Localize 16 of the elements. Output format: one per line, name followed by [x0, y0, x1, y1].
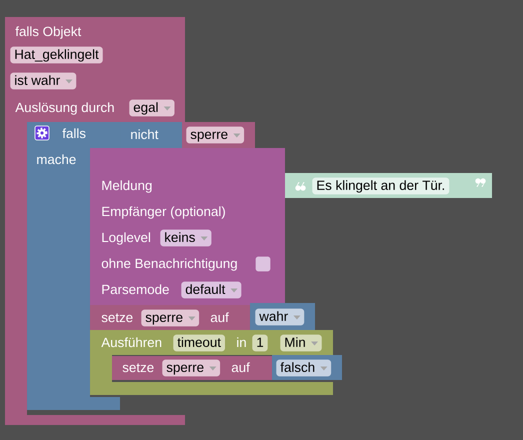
- dropdown-field: Min: [280, 334, 322, 352]
- dropdown-field: egal: [129, 100, 174, 116]
- dropdown-field: default: [181, 282, 242, 298]
- checkbox: [256, 256, 270, 272]
- not-block: nicht: [120, 122, 182, 148]
- node-label: nicht: [131, 129, 158, 140]
- variable-block: sperre: [182, 122, 255, 148]
- dropdown-field: keins: [160, 230, 212, 246]
- dropdown-field: sperre: [141, 310, 200, 326]
- dropdown-field: ist wahr: [10, 72, 76, 90]
- boolean-block: wahr: [250, 303, 315, 330]
- dropdown-field: sperre: [162, 360, 220, 376]
- text-field: timeout: [173, 334, 225, 352]
- boolean-block: falsch: [272, 355, 342, 380]
- text-block: Es klingelt an der Tür.: [285, 173, 492, 198]
- text-field: Hat_geklingelt: [10, 46, 103, 64]
